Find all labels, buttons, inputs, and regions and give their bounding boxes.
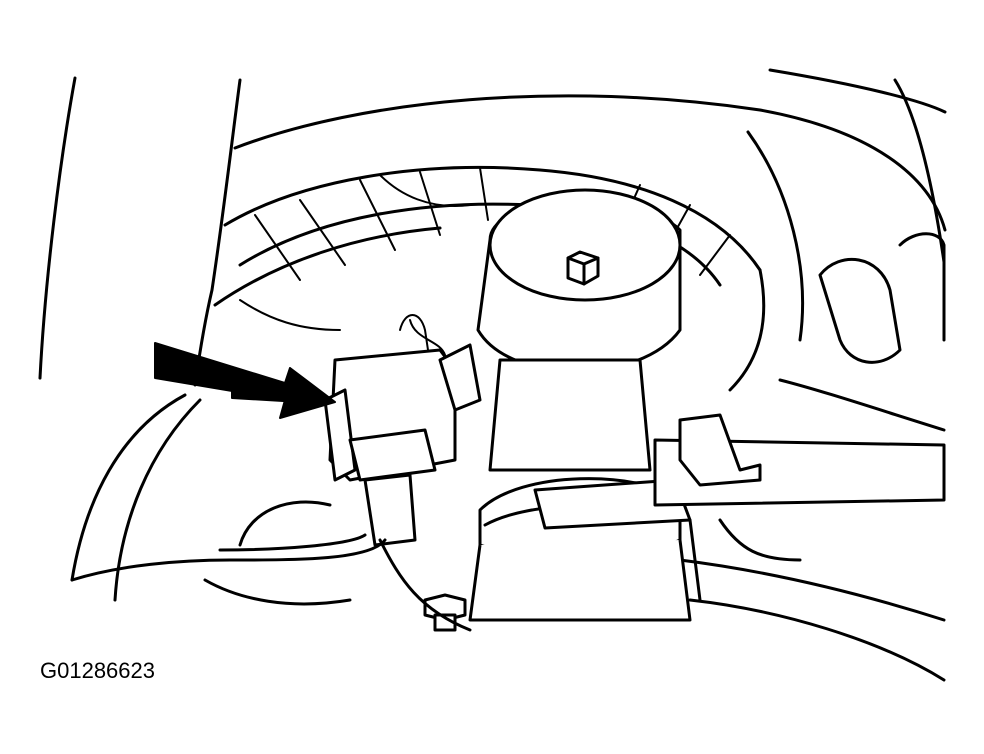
right-bracket (778, 232, 946, 432)
arrow-icon (231, 381, 331, 413)
figure-id-label: G01286623 (40, 658, 155, 683)
blower-motor (476, 188, 682, 472)
pipe-right (653, 413, 946, 507)
wire-harness (70, 500, 387, 582)
hose-clamp (468, 477, 692, 622)
lower-housing (378, 518, 802, 632)
mounting-bolt (423, 593, 467, 632)
callout-arrows (154, 342, 336, 419)
electrical-connector (323, 314, 482, 547)
housing-outline (38, 68, 947, 682)
